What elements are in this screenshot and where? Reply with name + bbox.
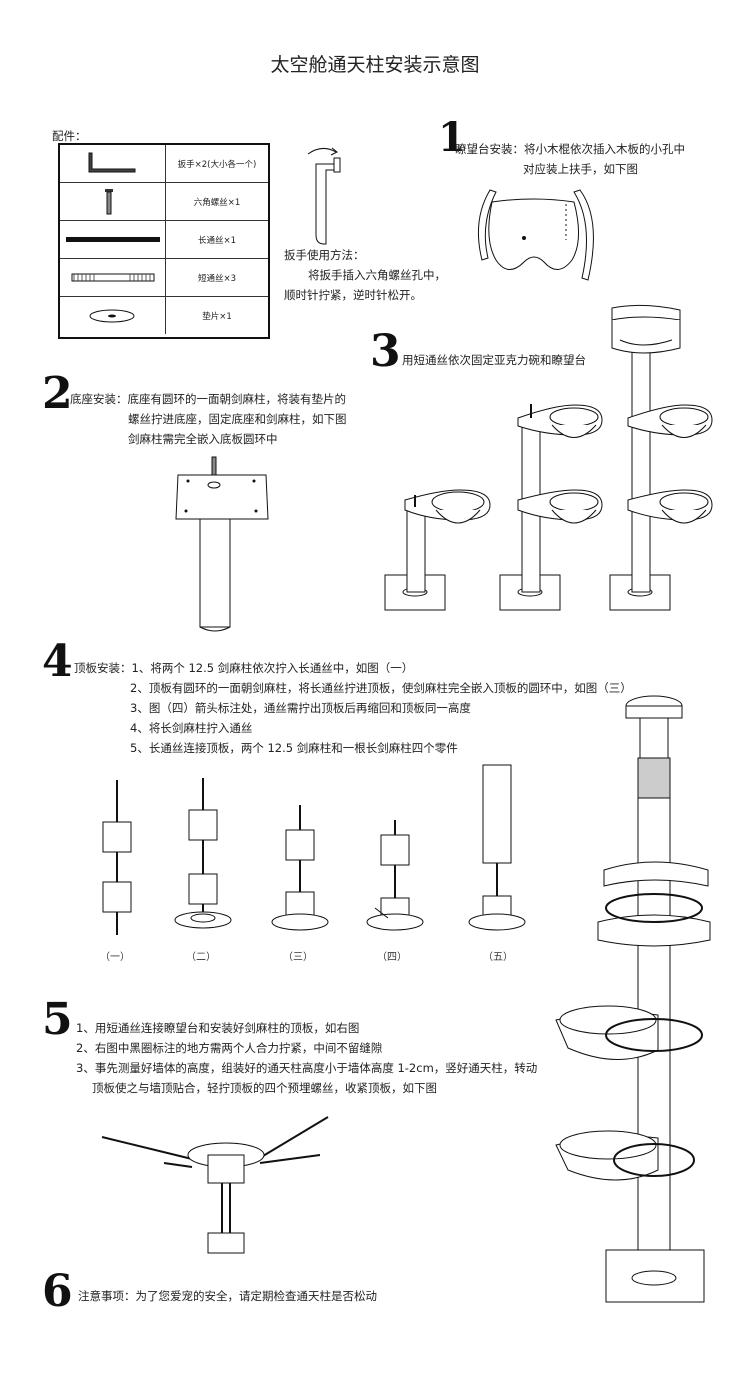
fig-label-5: （五） [483, 952, 513, 963]
base-assembly-illustration [175, 456, 269, 632]
ceiling-plate-illustration [101, 1116, 329, 1254]
wrench-line2: 顺时针拧紧，逆时针松开。 [284, 288, 422, 302]
fig-label-3: （三） [283, 952, 313, 963]
step4-line2: 2、顶板有圆环的一面朝剑麻柱，将长通丝拧进顶板，使剑麻柱完全嵌入顶板的圆环中，如… [130, 681, 632, 695]
step1-line1: 瞭望台安装：将小木棍依次插入木板的小孔中 [455, 142, 685, 156]
step2-line1: 底座安装：底座有圆环的一面朝剑麻柱，将装有垫片的 [70, 392, 346, 406]
step4-line4: 4、将长剑麻柱拧入通丝 [130, 721, 253, 735]
parts-label: 扳手×2(大小各一个) [177, 159, 257, 170]
full-tower-illustration [555, 695, 711, 1303]
step5-line4: 顶板使之与墙顶贴合，轻拧顶板的四个预埋螺丝，收紧顶板，如下图 [92, 1081, 437, 1095]
hex-wrench-icon [60, 145, 166, 182]
parts-label: 六角螺丝×1 [193, 197, 241, 208]
top-plate-steps-illustration [102, 764, 526, 935]
parts-heading: 配件： [52, 129, 87, 143]
step5-line2: 2、右图中黑圈标注的地方需两个人合力拧紧，中间不留缝隙 [76, 1041, 383, 1055]
step4-number: 4 [42, 636, 73, 687]
step5-number: 5 [42, 994, 73, 1045]
parts-row: 六角螺丝×1 [60, 183, 268, 221]
wrench-usage-illustration [307, 147, 341, 245]
lookout-platform-illustration [477, 189, 594, 281]
page-title: 太空舱通天柱安装示意图 [270, 54, 480, 76]
parts-row: 垫片×1 [60, 297, 268, 334]
parts-label: 短通丝×3 [197, 273, 237, 284]
fig-label-4: （四） [377, 952, 407, 963]
step2-line3: 剑麻柱需完全嵌入底板圆环中 [128, 432, 278, 446]
step6-line1: 注意事项：为了您爱宠的安全，请定期检查通天柱是否松动 [78, 1289, 377, 1303]
parts-row: 短通丝×3 [60, 259, 268, 297]
step1-line2: 对应装上扶手，如下图 [523, 162, 638, 176]
tower-assembly-illustration [384, 304, 713, 611]
short-threaded-rod-icon [60, 259, 166, 296]
wrench-line1: 将扳手插入六角螺丝孔中， [308, 268, 446, 282]
fig-label-2: （二） [186, 952, 216, 963]
step2-line2: 螺丝拧进底座，固定底座和剑麻柱，如下图 [128, 412, 347, 426]
step3-line1: 用短通丝依次固定亚克力碗和瞭望台 [402, 353, 586, 367]
step6-number: 6 [42, 1266, 73, 1317]
hex-screw-icon [60, 183, 166, 220]
parts-label: 长通丝×1 [197, 235, 237, 246]
parts-row: 扳手×2(大小各一个) [60, 145, 268, 183]
step4-line3: 3、图（四）箭头标注处，通丝需拧出顶板后再缩回和顶板同一高度 [130, 701, 471, 715]
parts-label: 垫片×1 [202, 311, 232, 322]
step4-line5: 5、长通丝连接顶板，两个 12.5 剑麻柱和一根长剑麻柱四个零件 [130, 741, 458, 755]
parts-table: 扳手×2(大小各一个) 六角螺丝×1 长通丝×1 短通丝×3 垫片×1 [58, 143, 270, 339]
long-rod-icon [60, 221, 166, 258]
step2-number: 2 [42, 368, 73, 419]
step3-number: 3 [370, 326, 401, 377]
wrench-heading: 扳手使用方法： [284, 248, 365, 262]
parts-row: 长通丝×1 [60, 221, 268, 259]
washer-icon [60, 297, 166, 334]
fig-label-1: （一） [100, 952, 130, 963]
step1-number: 1 [438, 114, 466, 161]
step5-line3: 3、事先测量好墙体的高度，组装好的通天柱高度小于墙体高度 1-2cm，竖好通天柱… [76, 1061, 538, 1075]
step5-line1: 1、用短通丝连接瞭望台和安装好剑麻柱的顶板，如右图 [76, 1021, 360, 1035]
step4-line1: 顶板安装：1、将两个 12.5 剑麻柱依次拧入长通丝中，如图（一） [74, 661, 414, 675]
